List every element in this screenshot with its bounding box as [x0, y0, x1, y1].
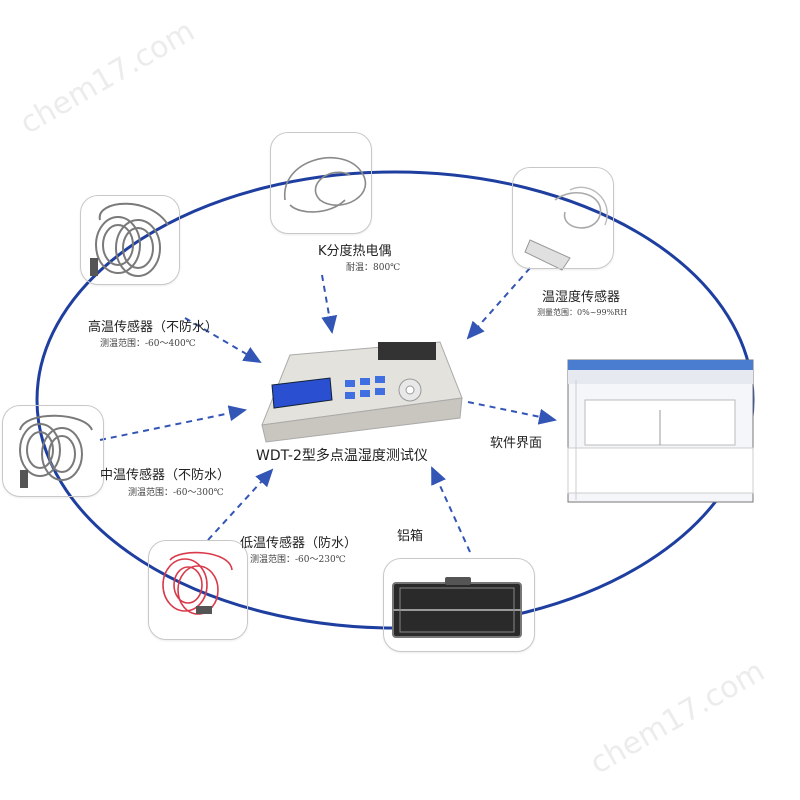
high-temp-sensor-frame	[80, 195, 180, 285]
high-temp-sensor-spec: 测温范围：-60～400℃	[100, 339, 196, 349]
k-thermocouple-frame	[270, 132, 372, 234]
low-temp-sensor-image	[162, 551, 233, 615]
humidity-sensor-label: 温湿度传感器	[542, 290, 621, 305]
arrow-k-thermocouple	[321, 274, 338, 334]
arrow-high-temp	[184, 317, 262, 364]
software-label: 软件界面	[490, 436, 543, 451]
center-device-label: WDT-2型多点温湿度测试仪	[256, 448, 428, 464]
low-temp-sensor-spec: 测温范围：-60～230℃	[250, 555, 346, 565]
humidity-sensor-image	[524, 186, 608, 271]
software-screenshot-image	[567, 359, 754, 503]
k-thermocouple-image	[284, 156, 367, 213]
aluminum-case-frame	[383, 558, 535, 652]
arrow-humidity-sensor	[466, 267, 531, 340]
mid-temp-sensor-label: 中温传感器（不防水）	[100, 468, 231, 483]
aluminum-case-image	[392, 577, 522, 638]
mid-temp-sensor-frame	[2, 405, 104, 497]
arrow-software	[467, 401, 557, 425]
low-temp-sensor-frame	[148, 540, 248, 640]
low-temp-sensor-label: 低温传感器（防水）	[240, 536, 358, 551]
humidity-sensor-frame	[512, 167, 614, 269]
arrow-low-temp	[207, 468, 274, 541]
arrow-aluminum-case	[431, 466, 471, 553]
humidity-sensor-spec: 测量范围：0%~99%RH	[537, 308, 628, 317]
central-device-image	[261, 341, 463, 443]
k-thermocouple-label: K分度热电偶	[318, 244, 392, 259]
high-temp-sensor-label: 高温传感器（不防水）	[88, 320, 219, 335]
mid-temp-sensor-spec: 测温范围：-60～300℃	[128, 488, 224, 498]
mid-temp-sensor-image	[19, 414, 93, 488]
aluminum-case-label: 铝箱	[397, 529, 424, 544]
k-thermocouple-spec: 耐温：800℃	[346, 263, 401, 273]
arrow-mid-temp	[99, 405, 247, 441]
